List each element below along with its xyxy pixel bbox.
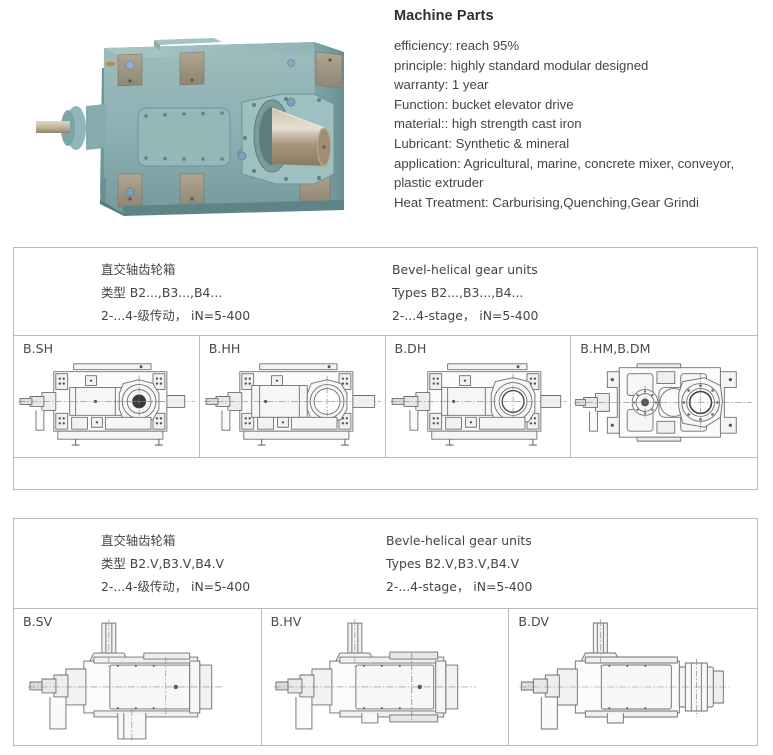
gear-unit-table-vertical: 直交轴齿轮箱 类型 B2.V,B3.V,B4.V 2-...4-级传动， iN=… xyxy=(13,518,758,746)
spec-principle: principle: highly standard modular desig… xyxy=(394,57,649,73)
gear-unit-drawing-bsh-icon xyxy=(18,363,195,446)
diagram-cell-bhm-bdm[interactable]: B.HM,B.DM xyxy=(571,336,757,457)
cell-label-bsh: B.SH xyxy=(23,341,54,356)
spec-material: material:: high strength cast iron xyxy=(394,116,582,132)
spec-function: Function: bucket elevator drive xyxy=(394,96,574,112)
gear-unit-drawing-bhv-icon xyxy=(273,619,476,730)
diagram-cell-bhv[interactable]: B.HV xyxy=(262,609,510,745)
cell-label-bsv: B.SV xyxy=(23,614,53,629)
cell-label-bdv: B.DV xyxy=(518,614,550,629)
header-cn-line-1: 直交轴齿轮箱 xyxy=(101,262,176,277)
header-chinese: 直交轴齿轮箱 类型 B2...,B3...,B4... 2-...4-级传动， … xyxy=(101,258,250,327)
header-cn-line-1: 直交轴齿轮箱 xyxy=(101,533,176,548)
header-chinese: 直交轴齿轮箱 类型 B2.V,B3.V,B4.V 2-...4-级传动， iN=… xyxy=(101,529,250,598)
spec-heat-treatment: Heat Treatment: Carburising,Quenching,Ge… xyxy=(394,194,699,210)
gear-unit-drawing-bdh-icon xyxy=(389,363,567,446)
header-en-line-2: Types B2...,B3...,B4... xyxy=(392,285,524,300)
table-header-row: 直交轴齿轮箱 类型 B2...,B3...,B4... 2-...4-级传动， … xyxy=(14,248,757,336)
diagram-cell-bhh[interactable]: B.HH xyxy=(200,336,386,457)
header-english: Bevle-helical gear units Types B2.V,B3.V… xyxy=(386,529,532,598)
gearbox-photo-illustration xyxy=(14,8,380,230)
cell-label-bhm-bdm: B.HM,B.DM xyxy=(580,341,651,356)
gear-unit-drawing-bdv-icon xyxy=(519,619,732,730)
header-cn-line-3: 2-...4-级传动， iN=5-400 xyxy=(101,308,251,323)
diagram-cell-bsv[interactable]: B.SV xyxy=(14,609,262,745)
header-english: Bevel-helical gear units Types B2...,B3.… xyxy=(392,258,538,327)
header-en-line-1: Bevle-helical gear units xyxy=(386,533,532,548)
diagram-cell-bdh[interactable]: B.DH xyxy=(386,336,572,457)
cell-label-bhv: B.HV xyxy=(270,614,302,629)
table-empty-row xyxy=(14,458,757,488)
header-en-line-3: 2-...4-stage， iN=5-400 xyxy=(392,308,539,323)
header-cn-line-2: 类型 B2...,B3...,B4... xyxy=(101,285,223,300)
gear-unit-table-horizontal: 直交轴齿轮箱 类型 B2...,B3...,B4... 2-...4-级传动， … xyxy=(13,247,758,490)
spec-warranty: warranty: 1 year xyxy=(394,77,489,93)
diagram-cell-bdv[interactable]: B.DV xyxy=(509,609,757,745)
cell-label-bdh: B.DH xyxy=(394,341,427,356)
diagram-row: B.SV xyxy=(14,609,757,745)
header-en-line-3: 2-...4-stage， iN=5-400 xyxy=(386,579,533,594)
gear-unit-drawing-bsv-icon xyxy=(27,619,224,743)
spec-application: application: Agricultural, marine, concr… xyxy=(394,155,735,191)
page-title: Machine Parts xyxy=(394,8,494,24)
spec-efficiency: efficiency: reach 95% xyxy=(394,38,520,53)
gear-unit-drawing-bhm-bdm-icon xyxy=(573,363,753,442)
header-en-line-1: Bevel-helical gear units xyxy=(392,262,538,277)
header-en-line-2: Types B2.V,B3.V,B4.V xyxy=(386,556,520,571)
diagram-cell-bsh[interactable]: B.SH xyxy=(14,336,200,457)
spec-lubricant: Lubricant: Synthetic & mineral xyxy=(394,135,570,151)
diagram-row: B.SH xyxy=(14,336,757,458)
header-cn-line-3: 2-...4-级传动， iN=5-400 xyxy=(101,579,251,594)
table-header-row: 直交轴齿轮箱 类型 B2.V,B3.V,B4.V 2-...4-级传动， iN=… xyxy=(14,519,757,609)
cell-label-bhh: B.HH xyxy=(208,341,241,356)
product-overview-block: Machine Parts efficiency: reach 95% prin… xyxy=(0,0,773,238)
gear-unit-drawing-bhh-icon xyxy=(203,363,381,446)
product-photo xyxy=(14,8,380,230)
product-specs: Machine Parts efficiency: reach 95% prin… xyxy=(394,4,768,212)
header-cn-line-2: 类型 B2.V,B3.V,B4.V xyxy=(101,556,224,571)
